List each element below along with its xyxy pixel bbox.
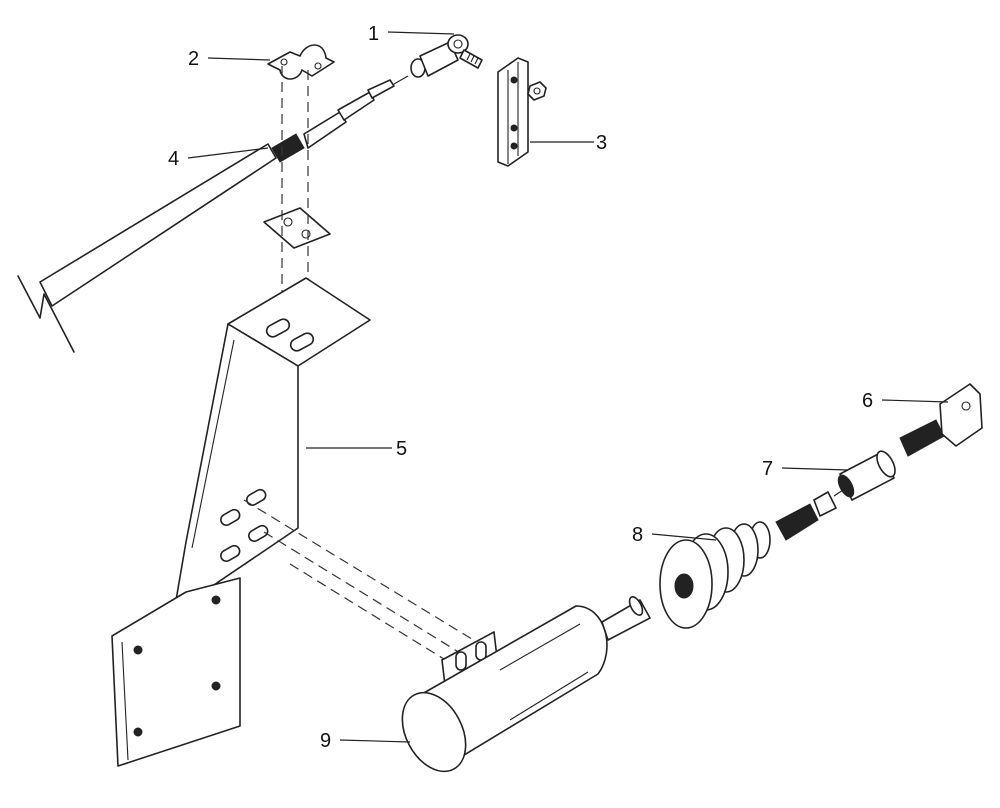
- pipe-clamp: [267, 44, 335, 80]
- callout-6: 6: [862, 390, 873, 412]
- callout-9: 9: [320, 730, 331, 752]
- callout-leaders: [187, 31, 949, 743]
- callout-7: 7: [762, 458, 773, 480]
- alignment-line: [263, 531, 479, 665]
- callout-3: 3: [596, 132, 607, 154]
- main-bracket: [111, 277, 371, 767]
- bellows-boot: [659, 521, 771, 629]
- callout-2: 2: [188, 48, 199, 70]
- threaded-adjuster: [775, 450, 896, 541]
- alignment-line: [243, 499, 481, 645]
- cylinder: [401, 596, 651, 773]
- cable-rod: [17, 75, 409, 353]
- threaded-eye-end: [899, 383, 983, 457]
- alignment-line: [289, 563, 453, 665]
- callout-4: 4: [168, 148, 179, 170]
- callout-5: 5: [396, 438, 407, 460]
- callout-1: 1: [368, 23, 379, 45]
- mounting-plate: [497, 57, 547, 167]
- rod-end-joint: [410, 34, 483, 78]
- clamp-plate: [263, 207, 331, 249]
- callout-8: 8: [632, 524, 643, 546]
